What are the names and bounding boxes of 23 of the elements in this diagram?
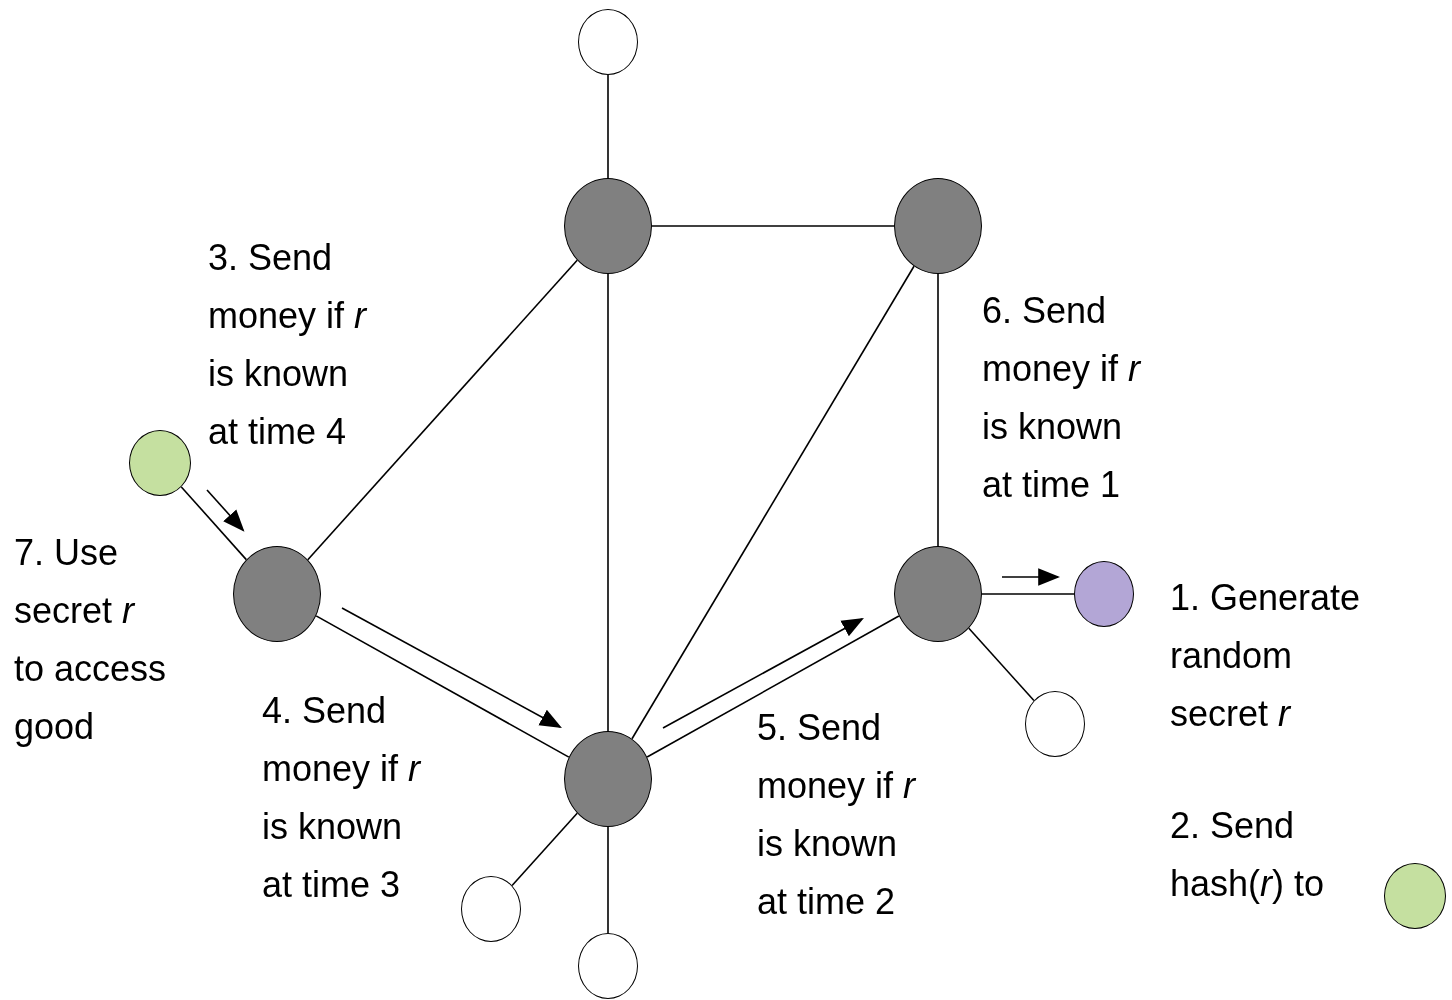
- step-description: 2. Send hash(r) to: [1170, 804, 1326, 906]
- connector-line: [511, 812, 578, 887]
- step-description: 6. Send money if r is known at time 1: [982, 289, 1142, 507]
- step-description: 4. Send money if r is known at time 3: [262, 689, 422, 907]
- connector-line: [631, 265, 915, 740]
- step-description: 3. Send money if r is known at time 4: [208, 236, 368, 454]
- connector-line: [607, 74, 609, 179]
- connector-line: [180, 486, 248, 561]
- connector-line: [607, 273, 609, 732]
- connector-line: [307, 259, 578, 561]
- step-description: 7. Use secret r to access good: [14, 531, 168, 749]
- connector-line: [981, 593, 1075, 595]
- network-node-circle: [461, 876, 521, 942]
- connector-line: [607, 826, 609, 934]
- connector-line: [968, 627, 1035, 702]
- connector-line: [315, 615, 570, 758]
- step-description: 5. Send money if r is known at time 2: [757, 706, 917, 924]
- network-node-circle: [578, 933, 638, 999]
- network-node-circle: [1025, 691, 1085, 757]
- connector-line: [937, 273, 939, 547]
- connector-line: [646, 615, 900, 758]
- step-description: 1. Generate random secret r: [1170, 576, 1362, 736]
- connector-line: [651, 225, 895, 227]
